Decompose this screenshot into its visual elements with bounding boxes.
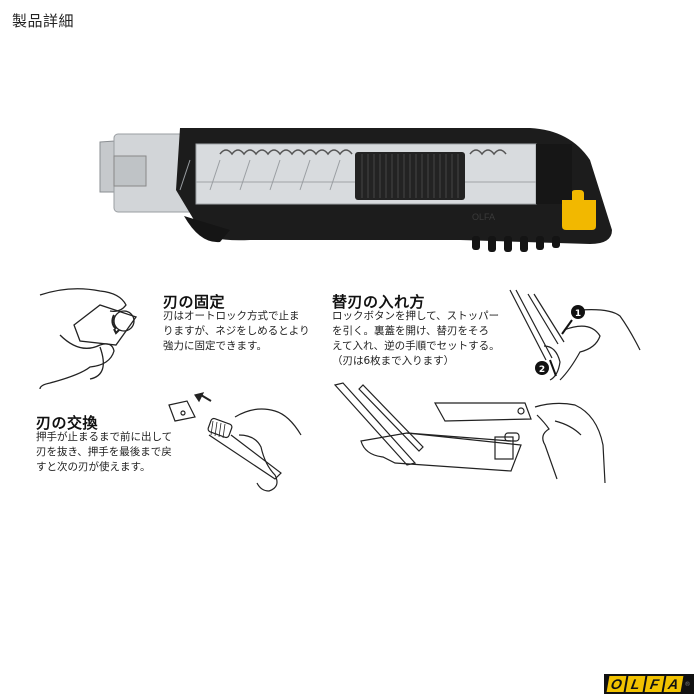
logo-letter: A — [663, 676, 683, 692]
olfa-logo: O L F A ® — [604, 674, 694, 694]
blade-replace-illustration — [168, 392, 302, 492]
section-body-blade-insert: ロックボタンを押して、ストッパー を引く。裏蓋を開け、替刃をそろ えて入れ、逆の… — [332, 310, 500, 367]
page-title: 製品詳細 — [12, 12, 75, 30]
logo-letter: L — [625, 676, 645, 692]
svg-text:2: 2 — [539, 365, 545, 375]
section-title-blade-lock: 刃の固定 — [163, 293, 226, 311]
svg-text:OLFA: OLFA — [472, 212, 495, 222]
section-body-blade-replace: 押手が止まるまで前に出して 刃を抜き、押手を最後まで戻 すと次の刃が使えます。 — [36, 431, 173, 473]
svg-text:1: 1 — [575, 309, 581, 319]
registered-mark: ® — [684, 680, 691, 688]
logo-letter: O — [606, 676, 626, 692]
blade-lock-illustration — [39, 288, 138, 390]
section-title-blade-replace: 刃の交換 — [36, 414, 99, 432]
logo-letter: F — [644, 676, 664, 692]
blade-insert-illustration — [333, 382, 606, 484]
section-body-blade-lock: 刃はオートロック方式で止ま りますが、ネジをしめるとより 強力に固定できます。 — [163, 310, 310, 352]
section-title-blade-insert: 替刃の入れ方 — [332, 293, 426, 311]
lock-button-illustration: 1 2 — [509, 289, 641, 381]
cutter-knife-image: OLFA — [99, 128, 612, 252]
